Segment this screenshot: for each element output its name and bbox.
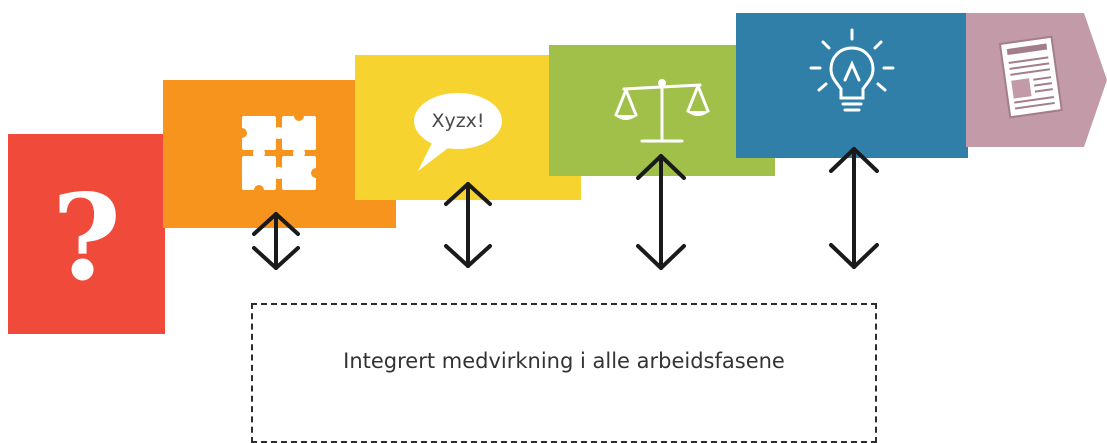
document-icon	[995, 34, 1067, 122]
speech-bubble-icon: Xyzx!	[412, 91, 516, 173]
participation-box: Integrert medvirkning i alle arbeidsfase…	[251, 303, 877, 443]
question-mark-icon: ?	[51, 168, 122, 307]
stage-lightbulb	[736, 13, 968, 158]
lightbulb-icon	[807, 28, 897, 120]
stage-speech: Xyzx!	[355, 55, 581, 200]
stage-question: ?	[8, 134, 165, 334]
puzzle-icon	[237, 112, 322, 196]
double-arrow-icon	[827, 145, 881, 271]
double-arrow-icon	[634, 152, 688, 272]
process-diagram: ?	[8, 13, 1107, 443]
speech-bubble-text: Xyzx!	[431, 109, 485, 132]
balance-scale-icon	[612, 75, 712, 147]
stage-document	[966, 13, 1107, 147]
participation-label: Integrert medvirkning i alle arbeidsfase…	[343, 349, 785, 373]
double-arrow-icon	[442, 180, 494, 270]
double-arrow-icon	[250, 210, 302, 272]
